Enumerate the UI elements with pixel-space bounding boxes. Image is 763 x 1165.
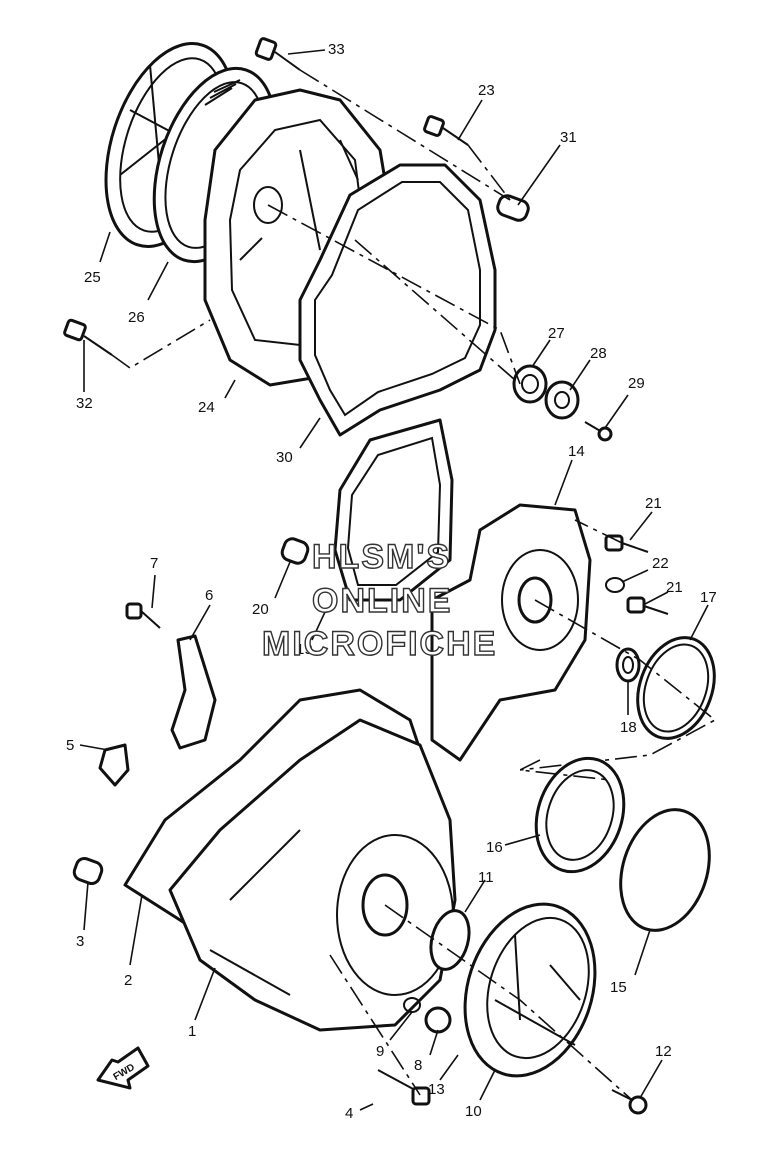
callout-26: 26 <box>128 309 145 326</box>
callout-4: 4 <box>345 1105 353 1122</box>
part-23-bolt <box>423 115 469 146</box>
part-4-bolt <box>377 1069 431 1106</box>
watermark-line-2: ONLINE <box>312 582 452 620</box>
callout-27: 27 <box>548 325 565 342</box>
callout-16: 16 <box>486 839 503 856</box>
watermark-line-1: HLSM'S <box>312 538 451 576</box>
callout-leader-lines <box>79 49 709 1111</box>
part-18-bearing <box>615 647 641 683</box>
part-28-washer <box>544 380 580 420</box>
callout-33: 33 <box>328 41 345 58</box>
part-3-dowel <box>72 856 104 886</box>
part-10-cover <box>463 902 597 1078</box>
part-5-clip <box>98 743 130 787</box>
callout-9: 9 <box>376 1043 384 1060</box>
part-19-gasket <box>333 418 454 602</box>
part-11-oring <box>429 909 471 971</box>
callout-12: 12 <box>655 1043 672 1060</box>
callout-20: 20 <box>252 601 269 618</box>
callout-23: 23 <box>478 82 495 99</box>
part-16-seal <box>534 756 626 874</box>
callout-25: 25 <box>84 269 101 286</box>
part-27-bushing <box>512 364 548 404</box>
watermark: HLSM'S ONLINE MICROFICHE <box>261 537 497 663</box>
part-15-cap <box>619 808 711 932</box>
callout-31: 31 <box>560 129 577 146</box>
callout-8: 8 <box>414 1057 422 1074</box>
part-20-dowel <box>280 537 310 565</box>
callout-1: 1 <box>188 1023 196 1040</box>
part-14-plate <box>430 503 592 762</box>
callout-6: 6 <box>205 587 213 604</box>
part-12-bolt <box>611 1089 648 1115</box>
part-31-dowel <box>496 194 530 222</box>
callout-28: 28 <box>590 345 607 362</box>
callout-11: 11 <box>478 869 494 886</box>
callout-22: 22 <box>652 555 669 572</box>
callout-13: 13 <box>428 1081 445 1098</box>
part-6-bracket <box>170 634 217 750</box>
callout-24: 24 <box>198 399 215 416</box>
callout-14: 14 <box>568 443 585 460</box>
callout-3: 3 <box>76 933 84 950</box>
part-30-gasket <box>298 163 497 437</box>
callout-32: 32 <box>76 395 93 412</box>
part-33-bolt <box>254 37 301 71</box>
callout-19: 19 <box>296 641 313 658</box>
callout-21-lower: 21 <box>666 579 683 596</box>
callout-17: 17 <box>700 589 717 606</box>
middle-guide-lines <box>519 519 717 771</box>
forward-direction-arrow-icon: FWD <box>96 1046 150 1090</box>
part-21-bolt-b <box>626 596 669 615</box>
watermark-line-3: MICROFICHE <box>262 625 497 663</box>
lower-guide-lines <box>329 759 633 1101</box>
upper-guide-lines <box>111 69 521 385</box>
callout-21-upper: 21 <box>645 495 662 512</box>
part-8-plug <box>424 1006 452 1034</box>
callout-10: 10 <box>465 1103 482 1120</box>
callout-30: 30 <box>276 449 293 466</box>
callout-7: 7 <box>150 555 158 572</box>
callout-29: 29 <box>628 375 645 392</box>
part-32-bolt <box>63 318 113 356</box>
callout-5: 5 <box>66 737 74 754</box>
part-1-crankcase-cover <box>168 718 457 1032</box>
callout-2: 2 <box>124 972 132 989</box>
callout-18: 18 <box>620 719 637 736</box>
part-7-bolt <box>125 602 161 629</box>
part-22-oring <box>605 577 625 593</box>
callout-15: 15 <box>610 979 627 996</box>
